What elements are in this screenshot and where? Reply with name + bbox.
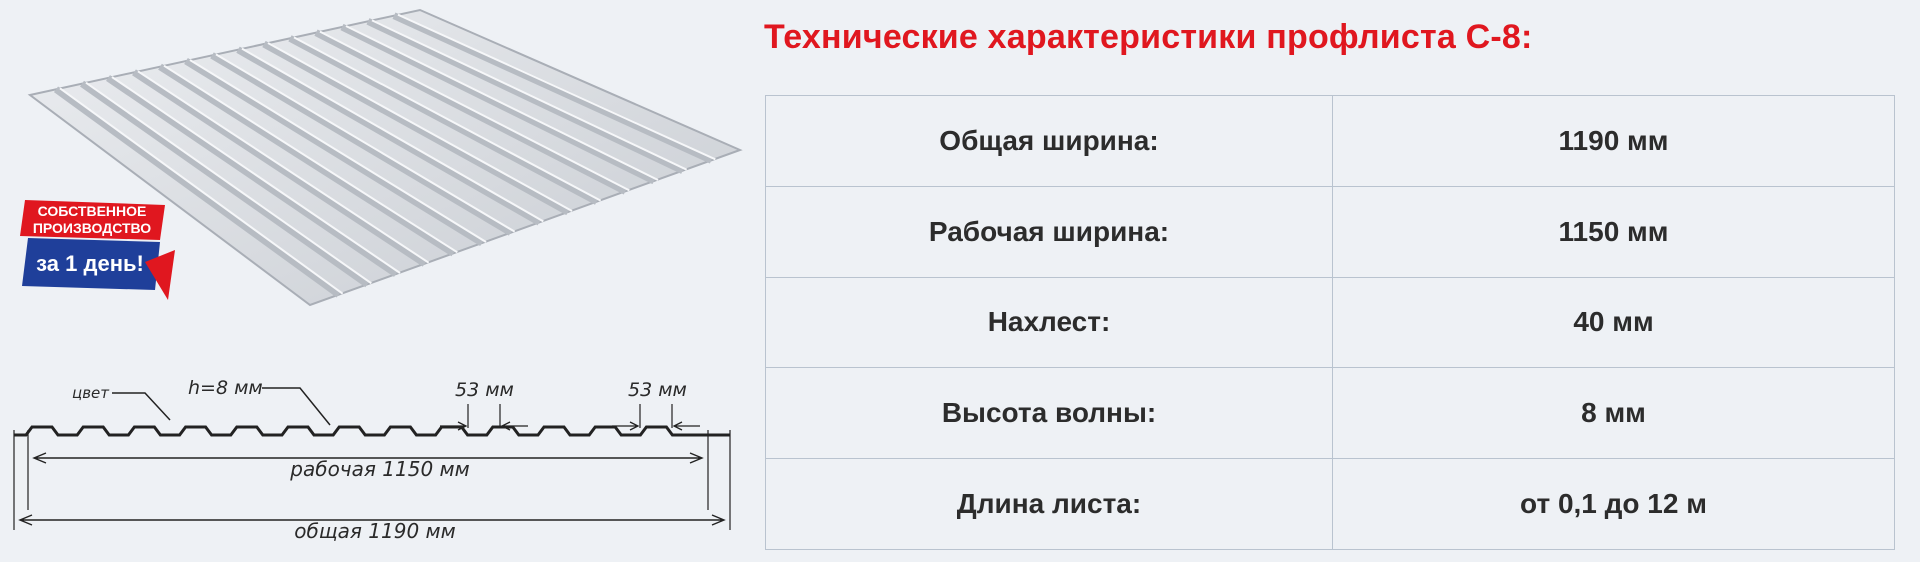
rib-width-label-1: 53 мм	[455, 379, 514, 401]
sheet-rib	[184, 58, 484, 246]
table-row: Рабочая ширина: 1150 мм	[765, 185, 1895, 278]
table-row: Высота волны: 8 мм	[765, 367, 1895, 460]
spec-value: 8 мм	[1332, 367, 1895, 460]
sheet-rib	[392, 12, 713, 164]
color-leader	[112, 392, 171, 421]
badge-line-1: СОБСТВЕННОЕ	[38, 203, 147, 219]
rib-arrow-1a	[440, 421, 468, 431]
badge-line-3: за 1 день!	[36, 251, 144, 276]
sheet-rib-highlight	[345, 25, 659, 181]
sheet-rib	[262, 40, 570, 216]
spec-label: Общая ширина:	[765, 95, 1333, 187]
total-width-label: общая 1190 мм	[294, 519, 455, 543]
sheet-rib	[366, 18, 685, 174]
working-width-label: рабочая 1150 мм	[289, 457, 469, 481]
spec-label: Длина листа:	[765, 458, 1333, 550]
rib-width-label-2: 53 мм	[628, 379, 687, 401]
production-badge: СОБСТВЕННОЕ ПРОИЗВОДСТВО за 1 день!	[20, 200, 175, 300]
profile-cross-section-drawing: цвет h=8 мм 53 мм 53 мм рабочая 1150 мм …	[13, 377, 731, 543]
table-row: Общая ширина: 1190 мм	[765, 95, 1895, 187]
sheet-rib	[210, 52, 513, 236]
sheet-rib-highlight	[163, 64, 458, 254]
working-width-dim-line	[32, 452, 704, 464]
spec-value: от 0,1 до 12 м	[1332, 458, 1895, 550]
height-label: h=8 мм	[188, 377, 263, 399]
sheet-rib-highlight	[111, 76, 401, 274]
sheet-rib	[288, 35, 599, 205]
sheet-rib-highlight	[189, 59, 487, 243]
sheet-rib-highlight	[137, 70, 430, 264]
table-row: Длина листа: от 0,1 до 12 м	[765, 458, 1895, 550]
sheet-rib	[314, 29, 627, 195]
rib-arrow-1b	[500, 421, 528, 431]
color-label: цвет	[72, 384, 110, 402]
spec-value: 40 мм	[1332, 276, 1895, 369]
sheet-rib-highlight	[319, 30, 630, 192]
height-leader	[262, 387, 331, 426]
spec-label: Рабочая ширина:	[765, 185, 1333, 278]
sheet-rib-highlight	[59, 87, 344, 295]
badge-line-2: ПРОИЗВОДСТВО	[33, 220, 151, 236]
profile-line	[14, 425, 730, 437]
table-row: Нахлест: 40 мм	[765, 276, 1895, 369]
sheet-rib-highlight	[267, 42, 573, 212]
spec-value: 1150 мм	[1332, 185, 1895, 278]
sheet-rib	[340, 23, 656, 185]
sheet-rib-highlight	[397, 13, 716, 161]
sheet-rib-highlight	[293, 36, 602, 202]
sheet-rib	[236, 46, 542, 226]
profiled-sheet-illustration: СОБСТВЕННОЕ ПРОИЗВОДСТВО за 1 день!	[20, 8, 743, 307]
total-width-dim-line	[18, 514, 726, 526]
spec-label: Высота волны:	[765, 367, 1333, 460]
rib-arrow-2b	[672, 421, 700, 431]
page-title: Технические характеристики профлиста С-8…	[764, 18, 1533, 56]
sheet-rib-highlight	[371, 19, 688, 171]
sheet-rib	[158, 63, 456, 257]
spec-label: Нахлест:	[765, 276, 1333, 369]
spec-value: 1190 мм	[1332, 95, 1895, 187]
rib-arrow-2a	[612, 421, 640, 431]
specifications-table: Общая ширина: 1190 мм Рабочая ширина: 11…	[765, 95, 1895, 550]
sheet-rib	[132, 69, 427, 267]
sheet-rib	[53, 86, 341, 298]
sheet-rib-highlight	[215, 53, 516, 233]
sheet-ribs	[53, 12, 716, 298]
sheet-rib-highlight	[85, 81, 372, 285]
sheet-rib	[106, 75, 398, 277]
sheet-rib-highlight	[241, 47, 544, 223]
sheet-rib	[79, 80, 370, 288]
